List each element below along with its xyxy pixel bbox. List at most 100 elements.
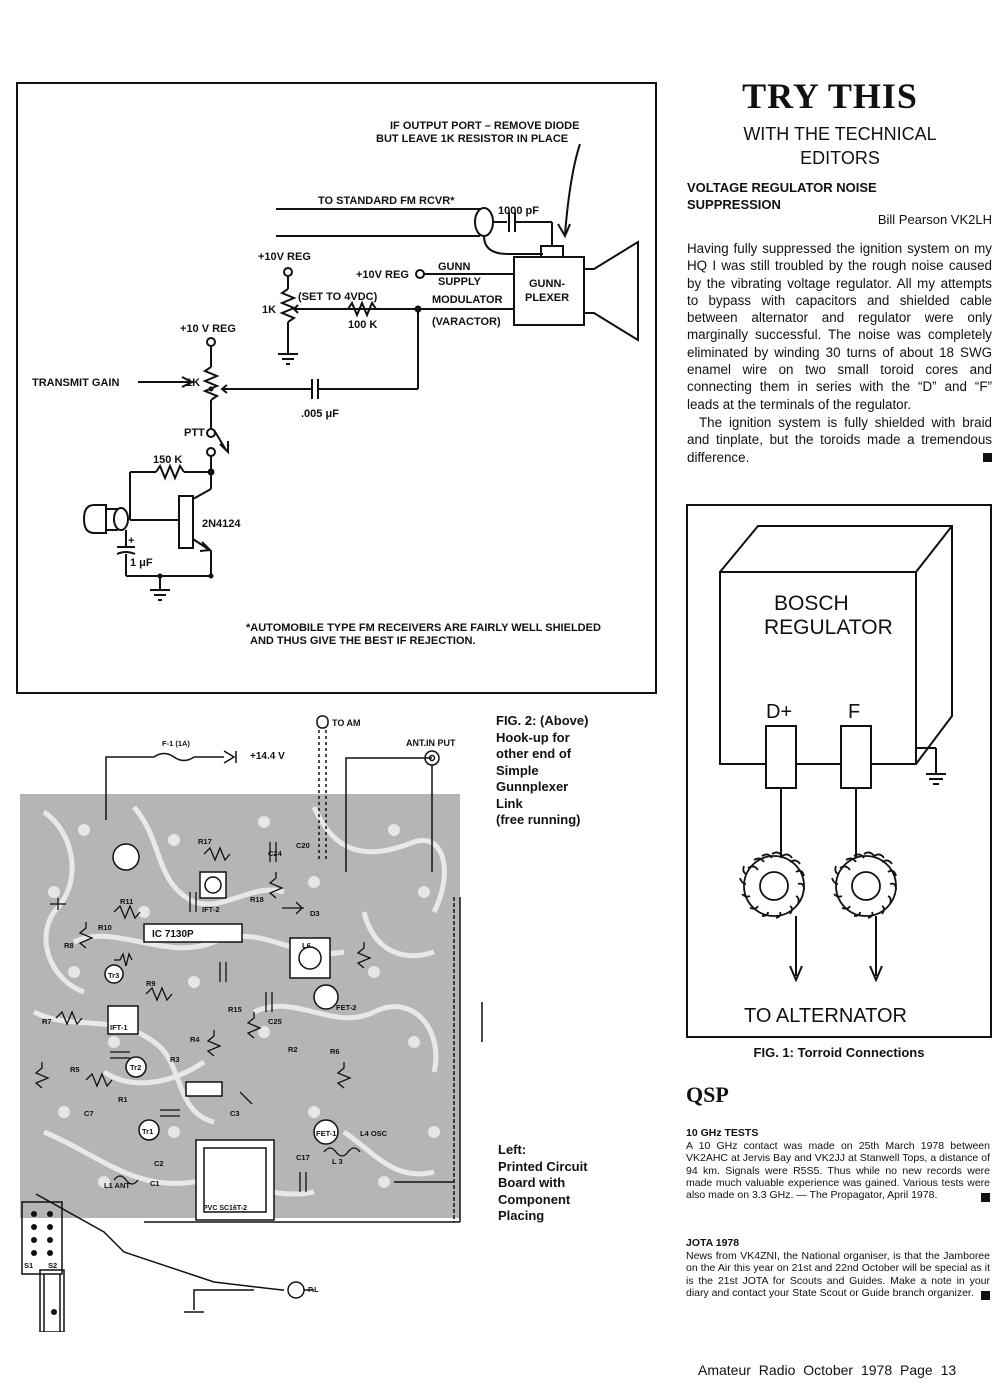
- fig1-frame: BOSCH REGULATOR D+ F TO ALTERNATOR: [686, 504, 992, 1038]
- qsp-item2-title: JOTA 1978: [686, 1237, 740, 1249]
- fig2-1k-b: 1K: [186, 377, 200, 389]
- pcb-d3-label: D3: [310, 909, 320, 918]
- pcb-14v: +14.4 V: [250, 751, 285, 762]
- fig2-caption-line: Hook-up for: [496, 729, 570, 745]
- footer-issue: October 1978: [803, 1362, 893, 1378]
- pcb-l4osc-label: L4 OSC: [360, 1129, 388, 1138]
- article-title-2: SUPPRESSION: [687, 197, 781, 212]
- pcb-l3-label: L 3: [332, 1157, 343, 1166]
- article-title-1: VOLTAGE REGULATOR NOISE: [687, 180, 877, 195]
- pcb-c25-label: C25: [268, 1017, 282, 1026]
- fig2-supply: SUPPLY: [438, 276, 482, 288]
- fig2-100k: 100 K: [348, 319, 377, 331]
- article-byline: Bill Pearson VK2LH: [877, 212, 992, 227]
- fig1-diagram: BOSCH REGULATOR D+ F TO ALTERNATOR: [719, 525, 953, 1027]
- fig2-caption-line: other end of: [496, 746, 572, 761]
- page-footer: Amateur Radio October 1978 Page 13: [698, 1362, 956, 1378]
- article-paragraph-2-text: The ignition system is fully shielded wi…: [687, 414, 992, 465]
- fig2-1000pf: 1000 pF: [498, 205, 539, 217]
- pcb-r15-label: R15: [228, 1005, 242, 1014]
- fig2-caption-line: (free running): [496, 812, 581, 827]
- pcb-s2-label: S2: [48, 1261, 57, 1270]
- pcb-ic: [143, 923, 243, 943]
- pcb-r9-label: R9: [146, 979, 156, 988]
- fig2-if-note-1: IF OUTPUT PORT – REMOVE DIODE: [390, 120, 579, 132]
- fig1-terminal-f: [840, 725, 872, 789]
- fig2-to-fm-rcvr: TO STANDARD FM RCVR*: [318, 195, 455, 207]
- fig2-modulator: MODULATOR: [432, 294, 503, 306]
- fig2-caption-line: Simple: [496, 762, 539, 778]
- pcb-r8-label: R8: [64, 941, 74, 950]
- pcb-ant-input: ANT.IN PUT: [406, 738, 456, 748]
- fig1-caption: FIG. 1: Torroid Connections: [753, 1045, 925, 1060]
- fig2-caption: FIG. 2: (Above) Hook-up for other end of…: [496, 713, 588, 829]
- pcb-c3-label: C3: [230, 1109, 240, 1118]
- pcb-ift1: [107, 1005, 139, 1035]
- fig2-caption-line: FIG. 2: (Above): [496, 713, 589, 728]
- end-mark-icon: [981, 1290, 990, 1300]
- pcb-to-am: TO AM: [332, 718, 361, 728]
- fig2-005uf: .005 μF: [301, 408, 339, 420]
- qsp-item1-body: A 10 GHz contact was made on 25th March …: [686, 1140, 990, 1203]
- fig2-gunnplexer-1: GUNN-: [529, 278, 565, 290]
- pcb-tr1-label: Tr1: [142, 1127, 153, 1136]
- fig2-10v-reg-a: +10V REG: [258, 251, 311, 263]
- qsp-item2-body: News from VK4ZNI, the National organiser…: [686, 1250, 990, 1300]
- fig2-10v-reg-c: +10 V REG: [180, 323, 236, 335]
- fig2-schematic: IF OUTPUT PORT – REMOVE DIODE BUT LEAVE …: [32, 120, 639, 647]
- pcb-pvc-label: PVC SC16T-2: [203, 1205, 247, 1212]
- pcb-r11-label: R11: [120, 897, 133, 906]
- pcb-r10-label: R10: [98, 923, 112, 932]
- pcb-fuse: F-1 (1A): [162, 739, 190, 748]
- pcb-r4-label: R4: [190, 1035, 200, 1044]
- pcb-r17-label: R17: [198, 837, 212, 846]
- pcb-r3-label: R3: [170, 1055, 180, 1064]
- fig1-toroid-right: [831, 851, 897, 919]
- pcb-r6-label: R6: [330, 1047, 340, 1056]
- pcb-ic-label: IC 7130P: [152, 929, 194, 940]
- fig2-plus: +: [128, 535, 134, 547]
- fig1-terminal-dplus: [765, 725, 797, 789]
- fig1-regulator-box: [719, 571, 917, 765]
- pcb-tr2-label: Tr2: [130, 1063, 141, 1072]
- pcb-l1ant-label: L1 ANT: [104, 1181, 130, 1190]
- fig1-f: F: [848, 701, 860, 723]
- pcb-pl: P.L: [308, 1285, 319, 1294]
- pcb-r2-label: R2: [288, 1045, 298, 1054]
- fig2-1uf: 1 μF: [130, 557, 153, 569]
- pcb-c20-label: C20: [296, 841, 310, 850]
- pcb-caption-line: Component: [498, 1191, 571, 1207]
- fig2-caption-line: Link: [496, 795, 523, 811]
- article-paragraph-2: The ignition system is fully shielded wi…: [687, 414, 992, 466]
- footer-publication: Amateur Radio: [698, 1362, 796, 1378]
- fig2-varactor: (VARACTOR): [432, 316, 501, 328]
- pcb-fet2-label: FET-2: [336, 1003, 356, 1012]
- pcb-caption-line: Printed Circuit: [498, 1158, 588, 1174]
- fig2-set-4vdc: (SET TO 4VDC): [298, 291, 378, 303]
- fig2-footnote-2: AND THUS GIVE THE BEST IF REJECTION.: [250, 635, 476, 647]
- article-title: VOLTAGE REGULATOR NOISE SUPPRESSION: [687, 179, 987, 213]
- qsp-item1-text: A 10 GHz contact was made on 25th March …: [686, 1140, 990, 1202]
- pcb-c17-label: C17: [296, 1153, 310, 1162]
- pcb-s1-label: S1: [24, 1261, 33, 1270]
- fig1-to-alternator: TO ALTERNATOR: [744, 1005, 907, 1027]
- pcb-r18-label: R18: [250, 895, 264, 904]
- pcb-r7-label: R7: [42, 1017, 52, 1026]
- pcb-fet1-label: FET-1: [316, 1129, 336, 1138]
- fig2-1k-a: 1K: [262, 304, 276, 316]
- column-subtitle-2: EDITORS: [800, 148, 880, 168]
- end-mark-icon: [983, 452, 992, 462]
- pcb-layout-figure: F-1 (1A) +14.4 V TO AM ANT.IN PUT IC 713…: [20, 715, 483, 1332]
- column-subtitle-1: WITH THE TECHNICAL: [743, 124, 937, 144]
- pcb-l6-label: L6: [302, 941, 311, 950]
- article-body: Having fully suppressed the ignition sys…: [687, 240, 992, 466]
- footer-page: Page 13: [900, 1362, 957, 1378]
- pcb-caption-line: Board with: [498, 1175, 566, 1190]
- fig2-ptt: PTT: [184, 427, 205, 439]
- fig2-footnote-1: *AUTOMOBILE TYPE FM RECEIVERS ARE FAIRLY…: [246, 622, 601, 634]
- fig2-10v-reg-b: +10V REG: [356, 269, 409, 281]
- fig1-bosch: BOSCH: [774, 592, 849, 615]
- fig2-gunn: GUNN: [438, 261, 470, 273]
- qsp-item2-text: News from VK4ZNI, the National organiser…: [686, 1250, 990, 1299]
- pcb-caption: Left: Printed Circuit Board with Compone…: [498, 1142, 588, 1225]
